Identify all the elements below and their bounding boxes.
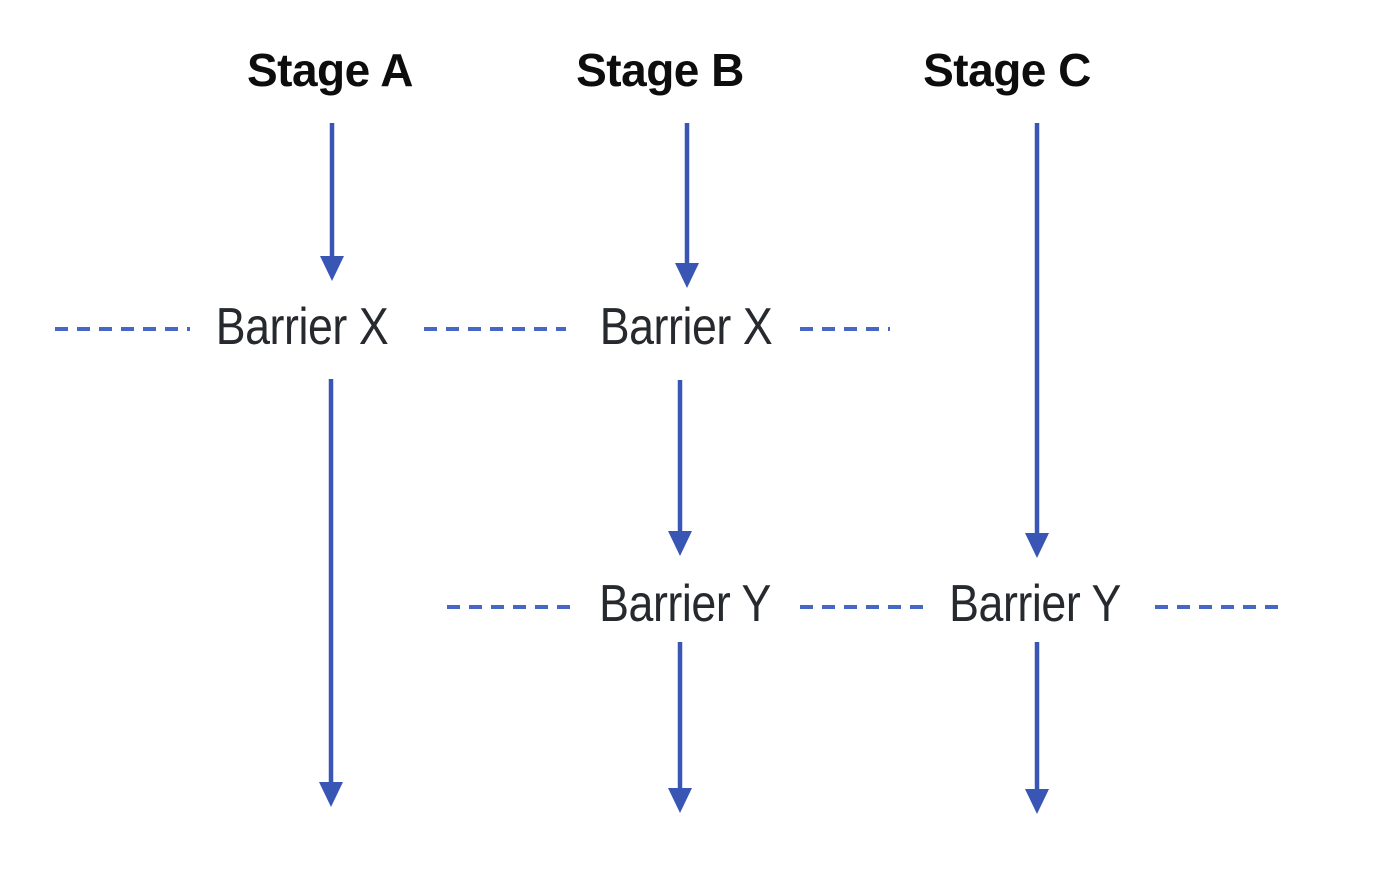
barrier-x-label-1: Barrier X — [215, 298, 389, 356]
arrow-stage-b-to-barrier-x — [675, 123, 699, 288]
barrier-x-label-2: Barrier X — [599, 298, 773, 356]
down-arrowhead-icon — [675, 263, 699, 288]
arrow-stage-c-to-barrier-y — [1025, 123, 1049, 558]
down-arrowhead-icon — [319, 782, 343, 807]
barrier-y-label-1: Barrier Y — [599, 575, 771, 633]
arrow-stage-c-to-end — [1025, 642, 1049, 814]
down-arrowhead-icon — [1025, 789, 1049, 814]
down-arrowhead-icon — [1025, 533, 1049, 558]
stage-c-header: Stage C — [923, 44, 1091, 96]
arrow-stage-b-to-end — [668, 642, 692, 813]
stage-b-header: Stage B — [576, 44, 744, 96]
stage-a-header: Stage A — [246, 44, 414, 96]
arrow-stage-a-to-end — [319, 379, 343, 807]
arrow-stage-a-to-barrier-x — [320, 123, 344, 281]
down-arrowhead-icon — [668, 788, 692, 813]
barrier-y-label-2: Barrier Y — [949, 575, 1121, 633]
arrow-stage-b-barrier-x-to-barrier-y — [668, 380, 692, 556]
down-arrowhead-icon — [320, 256, 344, 281]
down-arrowhead-icon — [668, 531, 692, 556]
